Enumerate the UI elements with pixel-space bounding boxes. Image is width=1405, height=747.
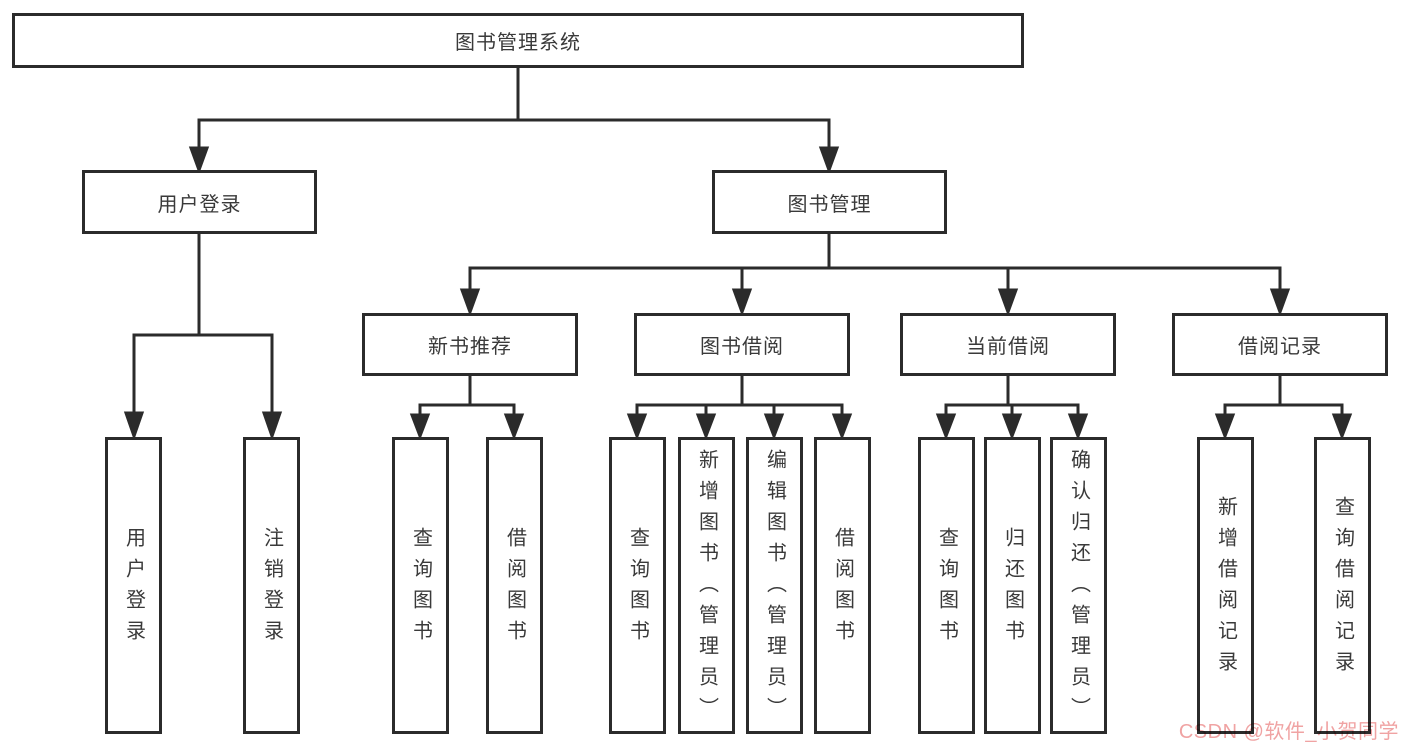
csdn-watermark: CSDN @软件_小贺同学 bbox=[1178, 721, 1399, 743]
leaf-return-book: 归还图书 bbox=[984, 437, 1041, 734]
connector-current-borrow-children bbox=[935, 376, 1089, 441]
connector-new-book-children bbox=[409, 376, 525, 441]
connector-book-mgmt-to-level3 bbox=[459, 234, 1291, 317]
leaf-query-borrow-record: 查询借阅记录 bbox=[1314, 437, 1371, 734]
node-root-system: 图书管理系统 bbox=[12, 13, 1024, 68]
node-book-management: 图书管理 bbox=[712, 170, 947, 234]
node-user-login: 用户登录 bbox=[82, 170, 317, 234]
node-new-book-recommend: 新书推荐 bbox=[362, 313, 578, 376]
leaf-confirm-return-admin: 确认归还（管理员） bbox=[1050, 437, 1107, 734]
leaf-query-book-1: 查询图书 bbox=[392, 437, 449, 734]
leaf-edit-book-admin: 编辑图书（管理员） bbox=[746, 437, 803, 734]
leaf-add-borrow-record: 新增借阅记录 bbox=[1197, 437, 1254, 734]
connector-root-to-level2 bbox=[188, 68, 840, 175]
leaf-logout: 注销登录 bbox=[243, 437, 300, 734]
node-book-borrow: 图书借阅 bbox=[634, 313, 850, 376]
leaf-user-login: 用户登录 bbox=[105, 437, 162, 734]
leaf-query-book-2: 查询图书 bbox=[609, 437, 666, 734]
connector-user-login-children bbox=[123, 234, 283, 441]
connector-book-borrow-children bbox=[626, 376, 853, 441]
leaf-borrow-book-1: 借阅图书 bbox=[486, 437, 543, 734]
node-current-borrow: 当前借阅 bbox=[900, 313, 1116, 376]
leaf-borrow-book-2: 借阅图书 bbox=[814, 437, 871, 734]
node-borrow-record: 借阅记录 bbox=[1172, 313, 1388, 376]
leaf-query-book-3: 查询图书 bbox=[918, 437, 975, 734]
connector-borrow-record-children bbox=[1214, 376, 1353, 441]
leaf-add-book-admin: 新增图书（管理员） bbox=[678, 437, 735, 734]
